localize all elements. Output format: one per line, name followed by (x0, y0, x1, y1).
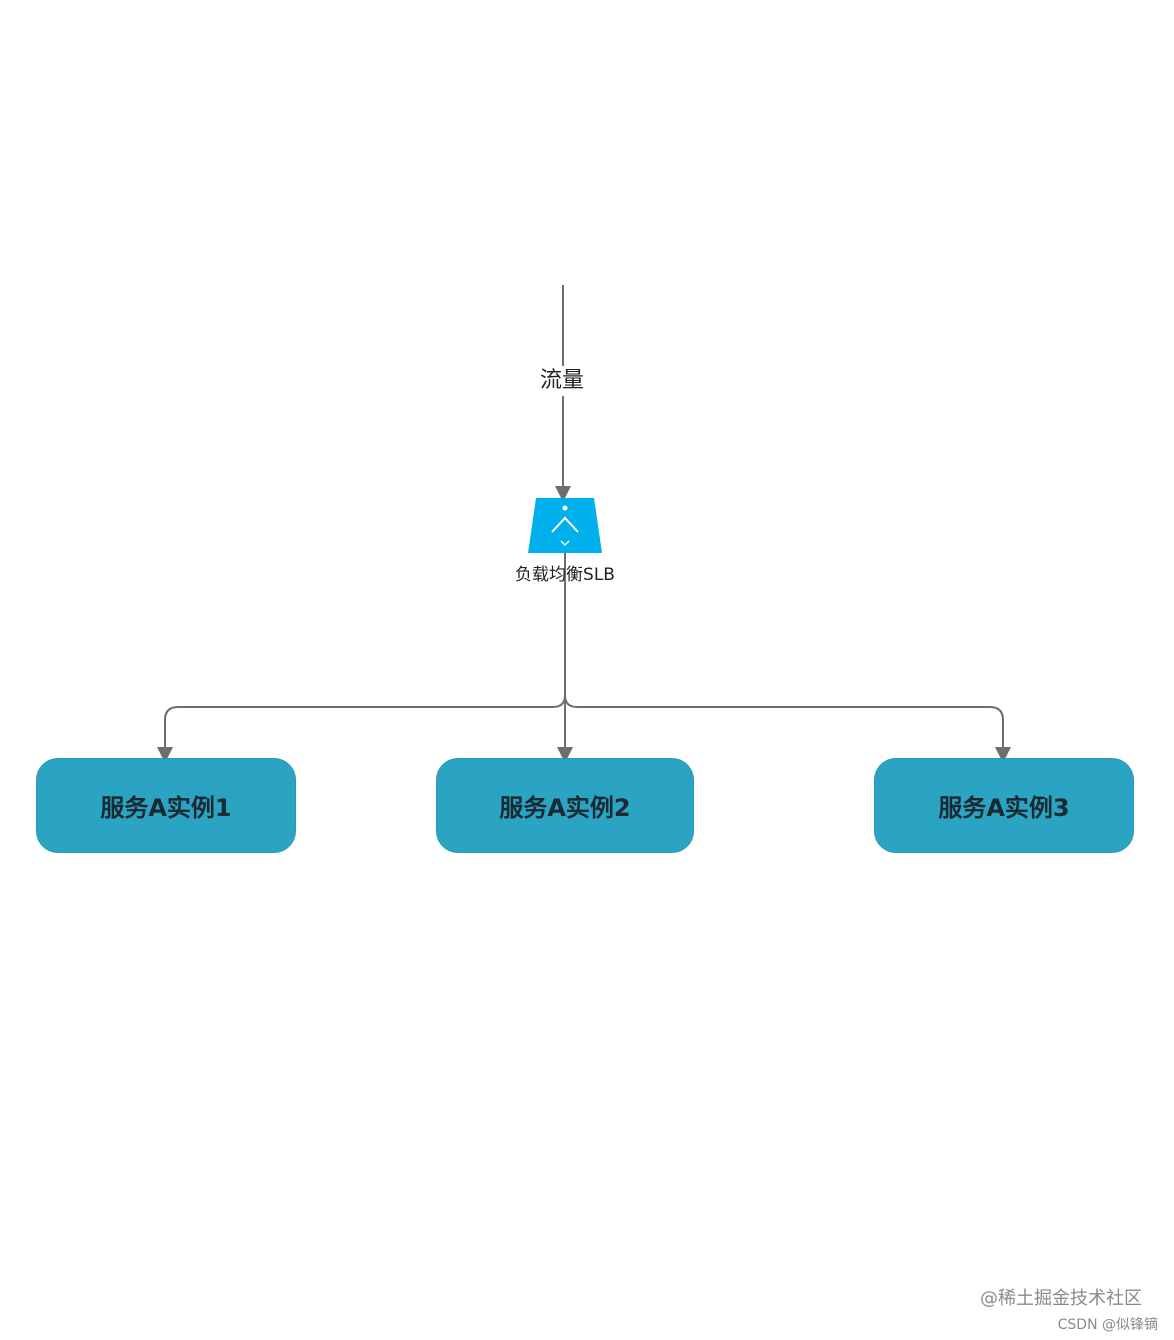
service-instance-node-1: 服务A实例1 (36, 758, 296, 853)
service-instance-node-2: 服务A实例2 (436, 758, 694, 853)
branch-connector-1 (157, 694, 566, 763)
service-instance-node-3: 服务A实例3 (874, 758, 1134, 853)
watermark-csdn: CSDN @似锋镝 (1057, 1317, 1158, 1333)
traffic-label: 流量 (530, 366, 594, 396)
load-balancer-icon (528, 498, 602, 553)
slb-label: 负载均衡SLB (515, 565, 615, 585)
branch-connector-3 (564, 694, 1011, 763)
watermark-juejin: @稀土掘金技术社区 (980, 1288, 1142, 1309)
